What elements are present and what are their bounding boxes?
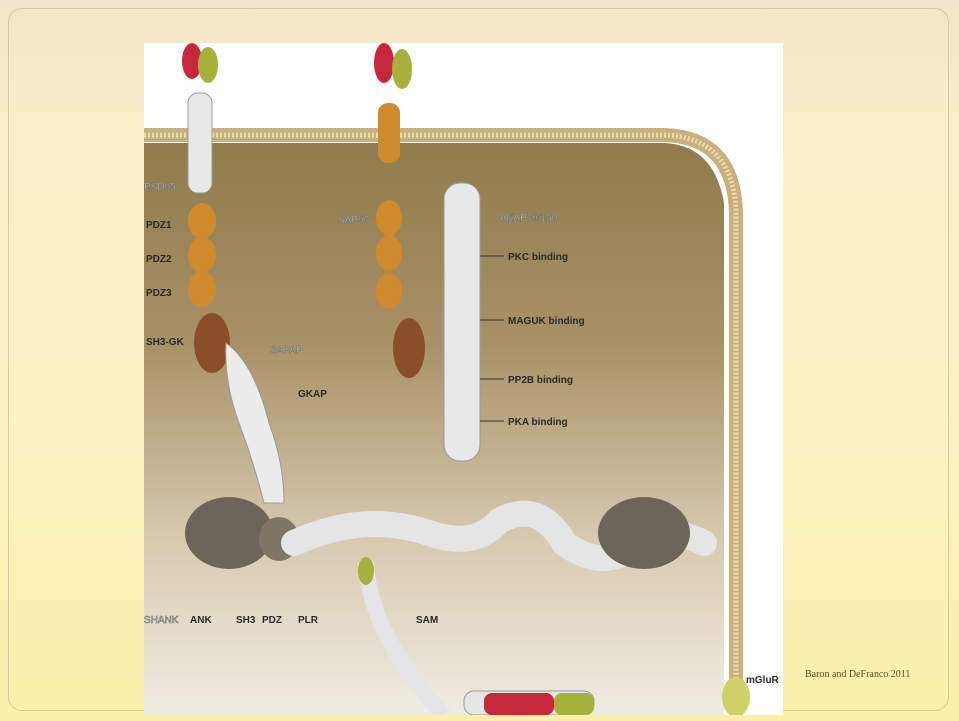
akap-label: AKAP79/150 — [500, 213, 558, 224]
ank-label: ANK — [190, 615, 212, 626]
citation-text: Baron and DeFranco 2011 — [805, 669, 955, 680]
gkap-label: GKAP — [298, 389, 327, 400]
pp2b-binding-label: PP2B binding — [508, 375, 573, 386]
psd95-label: PSD95 — [144, 182, 176, 193]
pdz2-label: PDZ2 — [146, 254, 172, 265]
sh3-gk-label: SH3-GK — [146, 337, 185, 348]
pkc-binding-label: PKC binding — [508, 252, 568, 263]
shank-label: SHANK — [144, 615, 179, 626]
mglur-label: mGluR — [746, 675, 780, 686]
pdz3-label: PDZ3 — [146, 288, 172, 299]
akap-protein — [444, 183, 480, 461]
pka-binding-label: PKA binding — [508, 417, 568, 428]
maguk-binding-label: MAGUK binding — [508, 316, 585, 327]
sapap-label: SAPAP — [270, 345, 303, 356]
psd-scaffold-figure: PSD95 PDZ1 PDZ2 PDZ3 SH3-GK SAP97 AKAP79… — [144, 43, 783, 715]
cytoplasm-region — [144, 143, 724, 715]
sam-label: SAM — [416, 615, 438, 626]
pdz1-label: PDZ1 — [146, 220, 172, 231]
plr-label: PLR — [298, 615, 319, 626]
pdz-label: PDZ — [262, 615, 282, 626]
sh3-label: SH3 — [236, 615, 256, 626]
sap97-label: SAP97 — [338, 215, 370, 226]
